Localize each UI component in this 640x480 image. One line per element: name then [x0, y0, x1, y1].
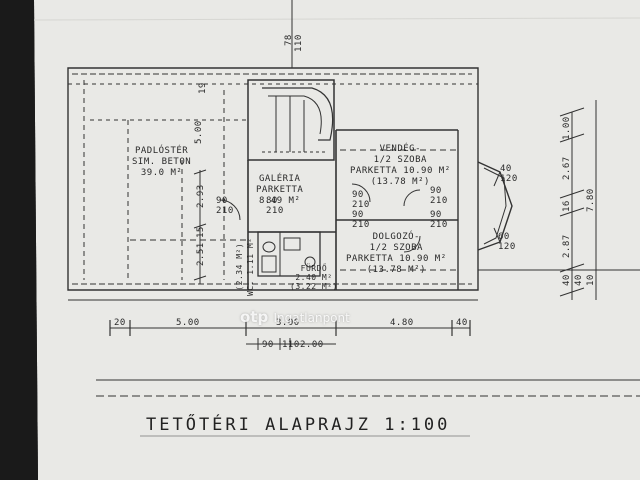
window-label-lower: 60 120	[498, 232, 516, 252]
dim-bottom-1: 5.00	[176, 318, 200, 328]
vendeg-type: 1/2 SZOBA	[373, 155, 427, 165]
dim-left-0: 5.00	[194, 120, 204, 144]
padloster-name: PADLÓSTÉR	[134, 146, 189, 156]
furdo-area: 2.40 M²	[295, 273, 333, 282]
wc-label: WC. 1.11 M²	[246, 237, 255, 296]
galeria-name: GALÉRIA	[258, 174, 301, 184]
watermark-product: Ingatlanpont	[273, 311, 350, 325]
dolgozo-type: 1/2 SZOBA	[369, 243, 423, 253]
dim-right-6: 40	[574, 274, 584, 286]
window-label-upper: 40 120	[500, 164, 518, 184]
dim-bottom-3: 4.80	[390, 318, 414, 328]
watermark-brand: otp	[240, 308, 269, 326]
dim-right-4: 7.80	[586, 188, 596, 212]
door-label: 90 210	[216, 196, 234, 216]
wc-area: (2.34 M²)	[235, 242, 244, 291]
room-label-dolgozo: DOLGOZÓ- 1/2 SZOBA PARKETTA 10.90 M² (13…	[346, 232, 447, 276]
dim-right-3: 2.87	[562, 234, 572, 258]
furdo-name: FÜRDŐ	[300, 264, 328, 273]
vendeg-name: VENDÉG-	[379, 144, 422, 154]
dim-right-0: 1.00	[562, 116, 572, 140]
door-label: 90 210	[352, 210, 370, 230]
top-mark-2: 19	[198, 82, 208, 94]
padloster-floor: SIM. BETON	[132, 157, 192, 167]
dim-left-2: 2.51	[196, 242, 206, 266]
furdo-gross: (3.22 M²)	[290, 282, 338, 291]
dim-bottom2-2: 2.00	[300, 340, 324, 350]
room-label-vendeg: VENDÉG- 1/2 SZOBA PARKETTA 10.90 M² (13.…	[350, 144, 451, 188]
galeria-floor: PARKETTA	[256, 185, 304, 195]
vendeg-area: (13.78 M²)	[370, 177, 430, 187]
door-label: 90 210	[430, 186, 448, 206]
dolgozo-area: (13.78 M²)	[366, 265, 426, 275]
padloster-area: 39.0 M²	[140, 168, 183, 178]
dim-bottom-0: 20	[114, 318, 126, 328]
dim-right-7: 10	[586, 274, 596, 286]
dim-bottom-2: 3.00	[276, 318, 300, 328]
watermark-logo: otp Ingatlanpont	[240, 308, 350, 326]
room-label-wc: (2.34 M²) WC. 1.11 M²	[234, 238, 256, 296]
galeria-area: 8.49 M²	[258, 196, 301, 206]
door-label: 90 210	[430, 210, 448, 230]
dim-left-1: 2.93	[196, 184, 206, 208]
dim-right-1: 2.67	[562, 156, 572, 180]
dolgozo-floor: PARKETTA 10.90 M²	[346, 254, 447, 264]
dim-bottom2-0: 90	[262, 340, 274, 350]
dim-bottom2-1: 110	[282, 340, 300, 350]
plan-title: TETŐTÉRI ALAPRAJZ 1:100	[146, 415, 451, 435]
room-label-galeria: GALÉRIA PARKETTA 8.49 M²	[256, 174, 303, 207]
top-mark-1: 110	[294, 34, 304, 52]
vendeg-floor: PARKETTA 10.90 M²	[350, 166, 451, 176]
room-label-furdo: FÜRDŐ 2.40 M² (3.22 M²)	[290, 264, 338, 291]
door-label: 80 210	[266, 196, 284, 216]
dim-right-5: 40	[562, 274, 572, 286]
dolgozo-name: DOLGOZÓ-	[372, 232, 420, 242]
door-label: 90 210	[352, 190, 370, 210]
dim-right-2: 16	[562, 200, 572, 212]
room-label-padloster: PADLÓSTÉR SIM. BETON 39.0 M²	[132, 146, 191, 179]
dim-bottom-4: 40	[456, 318, 468, 328]
dim-left-3: 15	[196, 226, 206, 238]
